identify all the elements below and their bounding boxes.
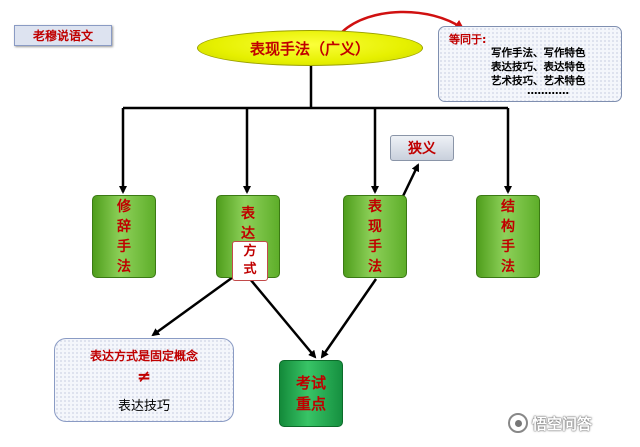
category-char: 表 [241,206,255,222]
concept-line: 表达方式是固定概念 [89,349,198,363]
category-char: 表 [368,198,382,215]
category-char: 手 [501,238,515,255]
equivalent-line: ………… [527,85,569,97]
narrow-sense-label: 狭义 [390,135,454,161]
equivalent-title: 等同于: [449,33,487,46]
main-concept: 表现手法（广义） [197,30,423,66]
equivalent-line: 表达技巧、表达特色 [491,61,586,73]
concept-line: 表达技巧 [117,399,170,414]
category-char: 辞 [117,218,131,235]
fangshi-char: 方 [243,244,257,259]
fangshi-char: 式 [243,262,257,277]
category-char: 结 [501,198,515,215]
exam-text: 考试 [295,373,326,392]
category-char: 手 [368,238,382,255]
not-equal-symbol: ≠ [136,367,152,387]
arrow-presentation-to-exam [320,278,378,359]
category-structure: 结 构 手 法 [476,195,540,278]
category-char: 现 [368,218,382,235]
exam-text: 重点 [295,394,326,413]
watermark-logo-icon [508,413,528,433]
author-label: 老穆说语文 [14,25,112,46]
watermark-text: 悟空问答 [532,414,593,433]
fangshi-box: 方 式 [232,241,268,281]
category-char: 法 [501,258,515,275]
category-char: 法 [368,258,382,275]
category-rhetoric: 修 辞 手 法 [92,195,156,278]
category-char: 达 [241,226,255,242]
arrow-to-concept [151,270,241,337]
category-char: 修 [117,198,131,215]
equivalent-line: 艺术技巧、艺术特色 [491,75,586,87]
watermark: 悟空问答 [508,410,592,436]
equivalent-box: 等同于: 写作手法、写作特色 表达技巧、表达特色 艺术技巧、艺术特色 ………… [438,26,622,102]
category-char: 手 [117,238,131,255]
arrow-fangshi-to-exam [249,278,317,359]
exam-focus-box: 考试 重点 [279,360,343,427]
equivalent-line: 写作手法、写作特色 [491,47,586,59]
category-char: 构 [501,218,515,235]
category-presentation: 表 现 手 法 [343,195,407,278]
concept-box: 表达方式是固定概念 ≠ 表达技巧 [54,338,234,422]
category-char: 法 [117,258,131,275]
